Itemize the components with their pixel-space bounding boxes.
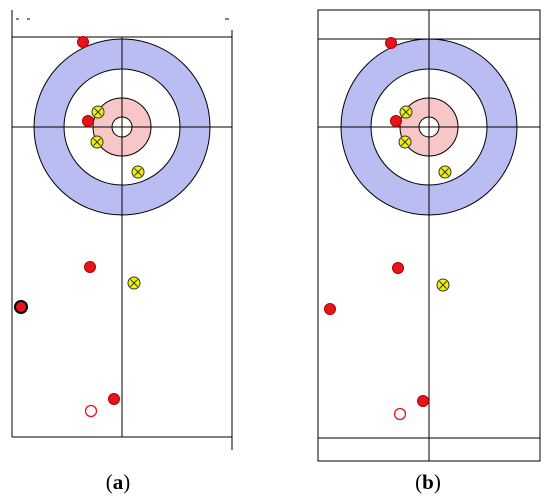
yellow-stone bbox=[91, 105, 105, 119]
yellow-stone bbox=[438, 165, 452, 179]
yellow-stone bbox=[398, 135, 412, 149]
yellow-stone bbox=[399, 105, 413, 119]
red-stone bbox=[385, 37, 397, 49]
curling-figure bbox=[11, 9, 541, 462]
red-stone bbox=[82, 115, 94, 127]
red-stone bbox=[417, 395, 429, 407]
yellow-stone bbox=[90, 135, 104, 149]
hollow-red-stone bbox=[393, 407, 407, 421]
caption-a: (a) bbox=[105, 470, 131, 494]
hollow-red-stone bbox=[84, 404, 98, 418]
red-stone bbox=[392, 262, 404, 274]
curling-sheet-b bbox=[317, 9, 541, 462]
red-stone bbox=[108, 393, 120, 405]
yellow-stone bbox=[436, 278, 450, 292]
caption-b: (b) bbox=[415, 470, 441, 494]
red-stone bbox=[390, 115, 402, 127]
yellow-stone bbox=[131, 165, 145, 179]
red-stone bbox=[84, 261, 96, 273]
red-stone bbox=[77, 36, 89, 48]
yellow-stone bbox=[127, 276, 141, 290]
red-stone bbox=[14, 300, 28, 314]
red-stone bbox=[324, 303, 336, 315]
curling-sheet-a bbox=[11, 10, 233, 450]
